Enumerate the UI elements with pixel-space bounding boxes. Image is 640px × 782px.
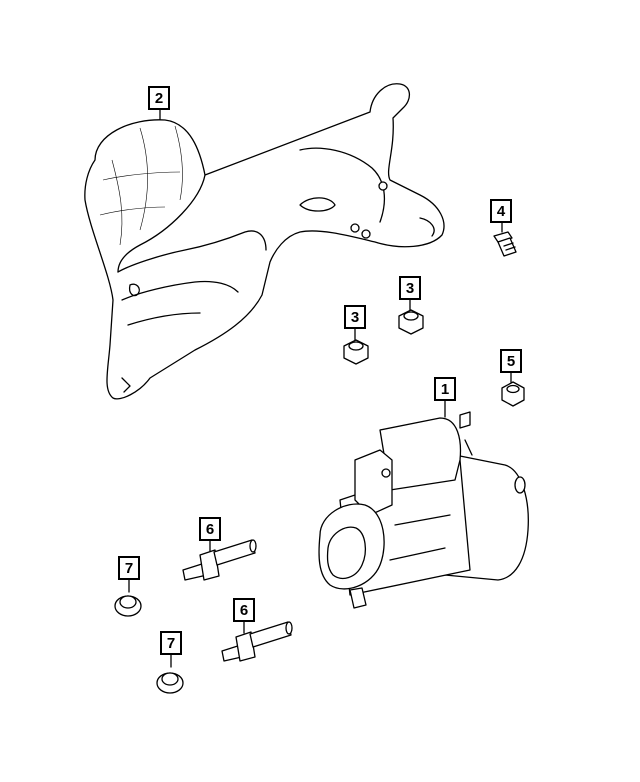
callout-7b: 7 bbox=[160, 631, 182, 655]
callout-7a: 7 bbox=[118, 556, 140, 580]
stud-a bbox=[182, 539, 257, 581]
callout-5: 5 bbox=[500, 349, 522, 373]
callout-4: 4 bbox=[490, 199, 512, 223]
starter-motor bbox=[318, 411, 529, 609]
heat-shield bbox=[84, 83, 445, 400]
callout-3b: 3 bbox=[399, 276, 421, 300]
nut-b bbox=[398, 309, 424, 335]
callout-1: 1 bbox=[434, 377, 456, 401]
washer-nut-a bbox=[114, 595, 142, 617]
callout-6a: 6 bbox=[199, 517, 221, 541]
callout-3a: 3 bbox=[344, 305, 366, 329]
nut-a bbox=[343, 339, 369, 365]
nut-c bbox=[501, 381, 525, 407]
washer-nut-b bbox=[156, 672, 184, 694]
leader-lines bbox=[128, 109, 512, 668]
callout-6b: 6 bbox=[233, 598, 255, 622]
stud-b bbox=[221, 621, 293, 662]
bolt bbox=[493, 231, 517, 257]
callout-2: 2 bbox=[148, 86, 170, 110]
